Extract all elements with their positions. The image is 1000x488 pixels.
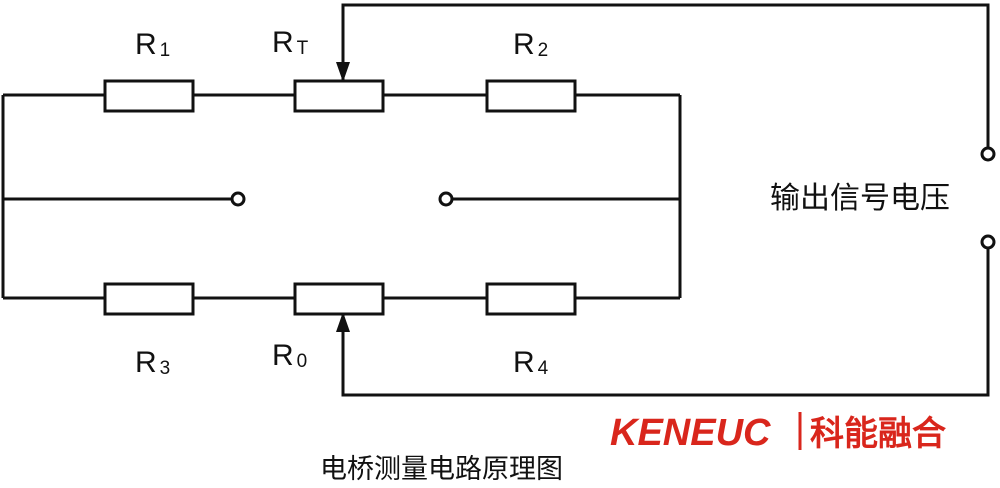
slider-arrow-top [336, 62, 350, 82]
svg-text:科能融合: 科能融合 [810, 414, 946, 454]
resistor-rt [293, 79, 385, 113]
resistor-r0 [293, 282, 385, 316]
output-terminal-top [980, 146, 996, 162]
output-signal-label: 输出信号电压 [770, 181, 950, 216]
svg-text:KENEUC: KENEUC [610, 412, 771, 454]
output-terminal-bottom [980, 234, 996, 250]
keneuc-logo: KENEUC 科能融合 [610, 412, 946, 454]
bridge-terminal-left [230, 191, 246, 207]
resistor-r4 [485, 282, 577, 316]
slider-arrow-bottom [336, 312, 350, 332]
circuit-wires [1, 3, 990, 397]
diagram-caption: 电桥测量电路原理图 [320, 454, 563, 485]
resistor-r2 [485, 79, 577, 113]
resistor-r1 [103, 79, 195, 113]
resistor-r3 [103, 282, 195, 316]
bridge-terminal-right [438, 191, 454, 207]
